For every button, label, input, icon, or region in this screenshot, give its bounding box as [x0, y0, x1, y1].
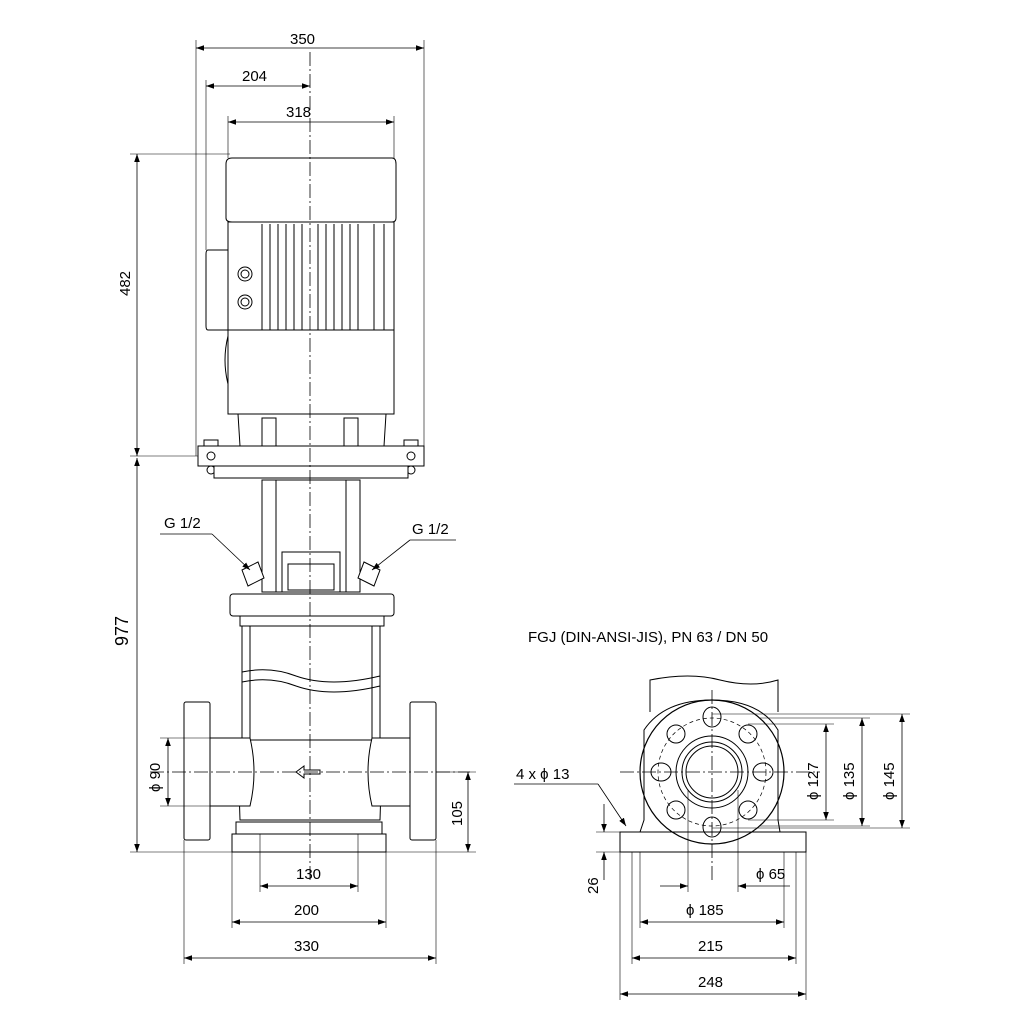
dim-482: 482	[117, 271, 134, 296]
dim-phi-135: ϕ 135	[841, 762, 858, 800]
coupling-housing	[241, 479, 381, 593]
dim-977: 977	[112, 616, 132, 646]
label-port-left: G 1/2	[164, 515, 201, 532]
dim-phi-90: ϕ 90	[147, 763, 164, 792]
pump-sleeve	[241, 626, 381, 740]
dim-350: 350	[290, 31, 315, 48]
dim-105: 105	[449, 801, 466, 826]
label-port-right: G 1/2	[412, 521, 449, 538]
flange-dimensions: 4 x ϕ 13 ϕ 127 ϕ 135 ϕ 145 26 ϕ 65 ϕ 185	[514, 713, 910, 1000]
flange-detail-view: FGJ (DIN-ANSI-JIS), PN 63 / DN 50	[528, 629, 820, 880]
pump-side-view	[150, 52, 470, 880]
pump-base	[183, 701, 437, 853]
side-view-dimensions: 350 204 318 482 977 ϕ 90 105 130	[112, 31, 476, 964]
label-bolts: 4 x ϕ 13	[516, 766, 569, 783]
dim-215: 215	[698, 938, 723, 955]
dim-330: 330	[294, 938, 319, 955]
dim-phi-127: ϕ 127	[805, 762, 822, 800]
dim-318: 318	[286, 104, 311, 121]
dim-phi-65: ϕ 65	[756, 866, 785, 883]
motor	[197, 157, 425, 479]
dim-200: 200	[294, 902, 319, 919]
dim-26: 26	[585, 877, 602, 894]
dim-204: 204	[242, 68, 267, 85]
dim-130: 130	[296, 866, 321, 883]
dim-248: 248	[698, 974, 723, 991]
flange-standard-label: FGJ (DIN-ANSI-JIS), PN 63 / DN 50	[528, 629, 768, 646]
dim-phi-185: ϕ 185	[686, 902, 724, 919]
dim-phi-145: ϕ 145	[881, 762, 898, 800]
